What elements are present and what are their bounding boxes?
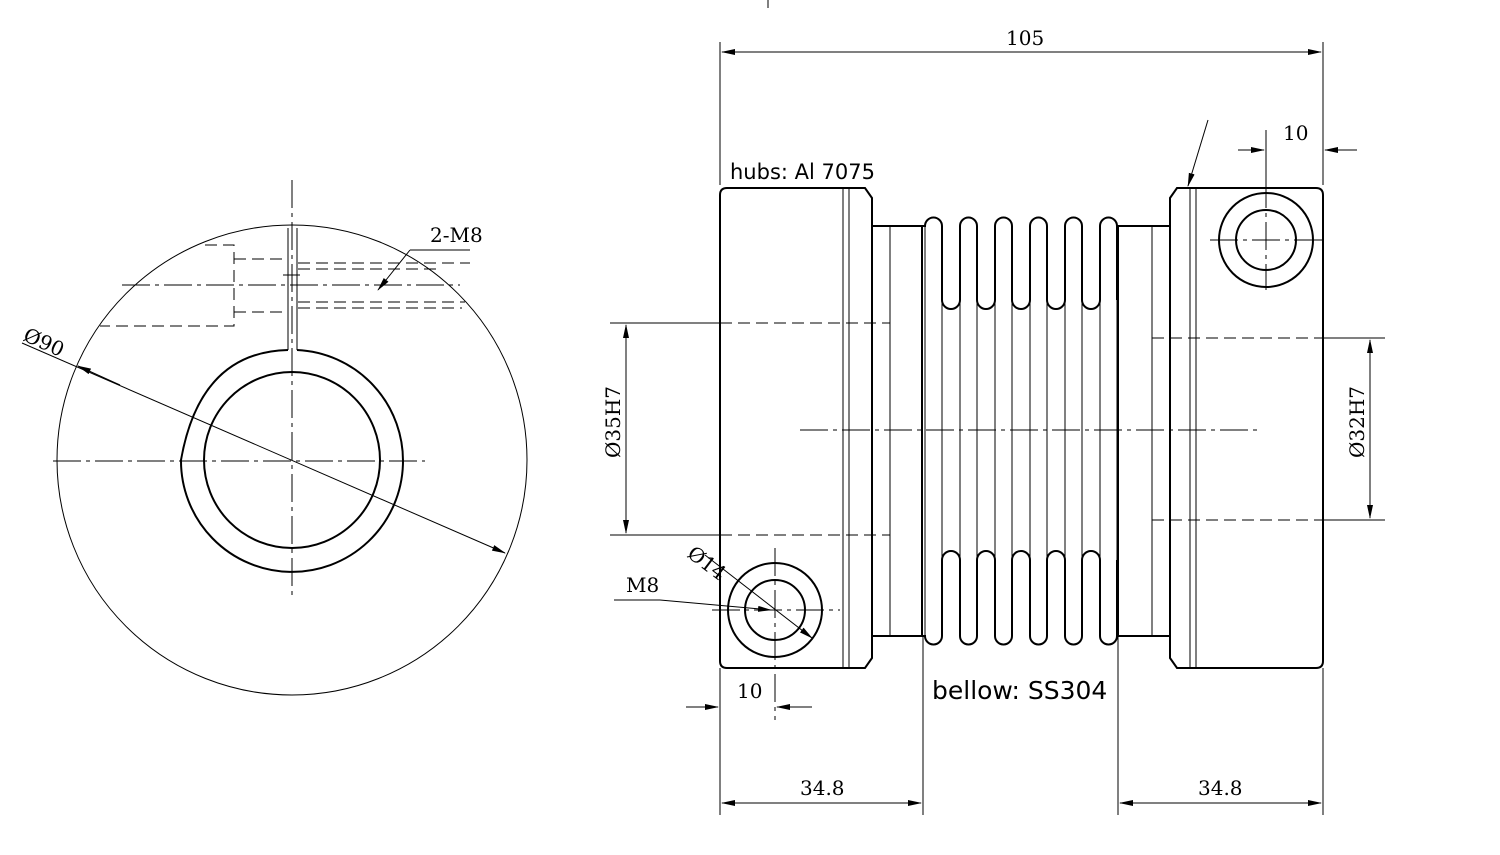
overall-length-dim: 105: [1006, 26, 1044, 50]
bore-left-dim: Ø35H7: [601, 386, 625, 458]
hub-length-left-dim: 34.8: [800, 776, 845, 800]
bellow-profile: [922, 216, 1119, 310]
bellows: [922, 216, 1119, 646]
counterbore-dim: Ø14: [683, 541, 731, 585]
bore-right-dim: Ø32H7: [1345, 386, 1369, 458]
left-hub: [719, 187, 873, 669]
bottom-offset-dim: 10: [737, 679, 762, 703]
thread-label: 2-M8: [430, 223, 483, 247]
right-hub: [1169, 187, 1324, 669]
screw-dim: M8: [626, 573, 659, 597]
end-view: Ø90 2-M8: [20, 180, 528, 696]
hub-material-note: hubs: Al 7075: [730, 160, 875, 184]
clamp-ring: [179, 349, 404, 573]
side-view: hubs: Al 7075 bellow: SS304 105 10 Ø35H7…: [601, 26, 1385, 815]
bellow-profile: [922, 550, 1119, 646]
top-offset-dim: 10: [1283, 121, 1308, 145]
diameter-label: Ø90: [20, 323, 68, 362]
hub-length-right-dim: 34.8: [1198, 776, 1243, 800]
bellow-material-note: bellow: SS304: [932, 676, 1107, 705]
